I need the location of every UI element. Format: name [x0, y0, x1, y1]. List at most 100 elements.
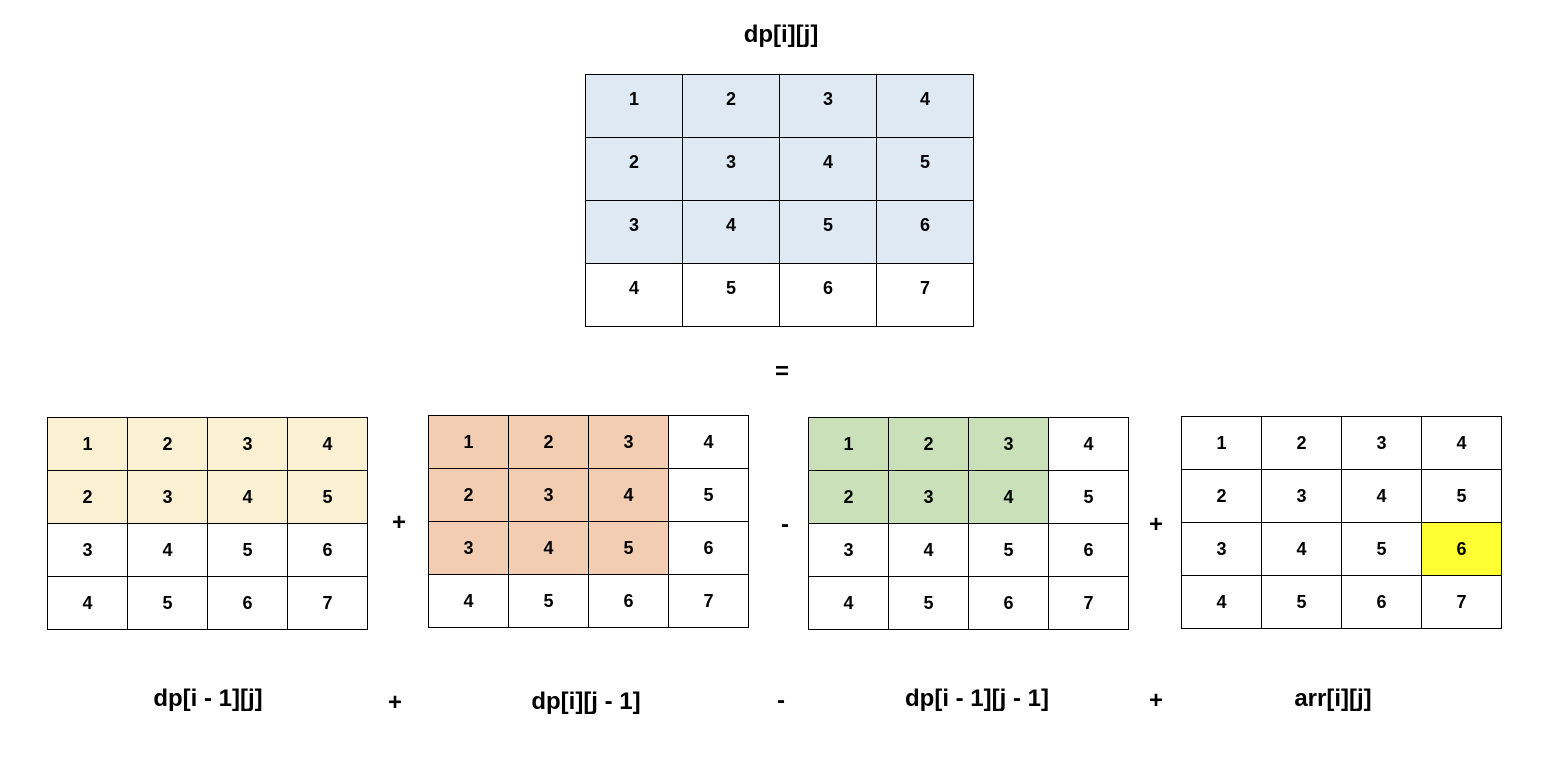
- grid-cell: 4: [1261, 522, 1342, 576]
- grid-cell: 3: [779, 74, 877, 138]
- grid-cell: 4: [428, 574, 509, 628]
- grid-cell: 3: [585, 200, 683, 264]
- grid-cell: 4: [1048, 417, 1129, 471]
- grid-cell: 2: [428, 468, 509, 522]
- grid-cell: 5: [1048, 470, 1129, 524]
- grid-cell: 6: [876, 200, 974, 264]
- grid-cell: 4: [127, 523, 208, 577]
- grid-cell: 2: [585, 137, 683, 201]
- grid-cell: 4: [968, 470, 1049, 524]
- grid-cell: 2: [47, 470, 128, 524]
- grid-cell: 3: [428, 521, 509, 575]
- grid-cell: 4: [1181, 575, 1262, 629]
- grid-cell: 5: [1341, 522, 1422, 576]
- grid-cell: 6: [588, 574, 669, 628]
- grid-cell: 6: [779, 263, 877, 327]
- grid-cell: 3: [588, 415, 669, 469]
- grid-cell: 5: [668, 468, 749, 522]
- grid-cell: 5: [1261, 575, 1342, 629]
- label-dp-top: dp[i - 1][j]: [153, 685, 263, 712]
- grid-cell: 1: [47, 417, 128, 471]
- grid-cell: 4: [585, 263, 683, 327]
- grid-cell: 4: [779, 137, 877, 201]
- grid-cell: 5: [508, 574, 589, 628]
- grid-cell: 2: [1261, 416, 1342, 470]
- grid-cell: 3: [968, 417, 1049, 471]
- grid-cell: 4: [876, 74, 974, 138]
- grid-cell: 4: [888, 523, 969, 577]
- grid-cell: 3: [1341, 416, 1422, 470]
- grid-cell: 7: [876, 263, 974, 327]
- operator-minus-middle: -: [781, 511, 789, 538]
- grid-cell: 2: [508, 415, 589, 469]
- diagram-title: dp[i][j]: [743, 21, 819, 48]
- grid-cell: 3: [1181, 522, 1262, 576]
- grid-cell: 5: [287, 470, 368, 524]
- grid-cell: 4: [588, 468, 669, 522]
- grid-cell: 4: [1341, 469, 1422, 523]
- grid-cell: 7: [668, 574, 749, 628]
- equals-sign: =: [774, 358, 789, 385]
- grid-cell: 3: [127, 470, 208, 524]
- grid-cell: 7: [1048, 576, 1129, 630]
- grid-cell: 5: [888, 576, 969, 630]
- grid-cell: 7: [1421, 575, 1502, 629]
- grid-cell: 1: [428, 415, 509, 469]
- grid-cell: 4: [682, 200, 780, 264]
- grid-cell: 3: [1261, 469, 1342, 523]
- grid-cell: 5: [876, 137, 974, 201]
- grid-cell: 5: [779, 200, 877, 264]
- grid-cell: 4: [1421, 416, 1502, 470]
- grid-cell: 4: [287, 417, 368, 471]
- grid-cell: 6: [968, 576, 1049, 630]
- grid-cell: 5: [588, 521, 669, 575]
- grid-cell: 3: [508, 468, 589, 522]
- operator-plus-middle-2: +: [1148, 511, 1163, 538]
- label-dp-diagonal: dp[i - 1][j - 1]: [905, 685, 1049, 712]
- grid-cell: 1: [808, 417, 889, 471]
- grid-cell: 3: [888, 470, 969, 524]
- label-arr: arr[i][j]: [1294, 685, 1372, 712]
- grid-cell: 2: [682, 74, 780, 138]
- grid-cell: 4: [808, 576, 889, 630]
- grid-cell: 4: [47, 576, 128, 630]
- grid-cell: 1: [585, 74, 683, 138]
- grid-cell: 6: [1421, 522, 1502, 576]
- grid-cell: 6: [1341, 575, 1422, 629]
- grid-cell: 2: [888, 417, 969, 471]
- grid-cell: 5: [127, 576, 208, 630]
- operator-plus-middle-1: +: [391, 509, 406, 536]
- grid-cell: 2: [808, 470, 889, 524]
- operator-plus-bottom-1: +: [387, 689, 402, 716]
- label-dp-left: dp[i][j - 1]: [531, 688, 641, 715]
- grid-cell: 2: [127, 417, 208, 471]
- grid-cell: 6: [207, 576, 288, 630]
- grid-cell: 5: [682, 263, 780, 327]
- grid-cell: 7: [287, 576, 368, 630]
- grid-cell: 5: [207, 523, 288, 577]
- grid-cell: 6: [1048, 523, 1129, 577]
- grid-cell: 5: [968, 523, 1049, 577]
